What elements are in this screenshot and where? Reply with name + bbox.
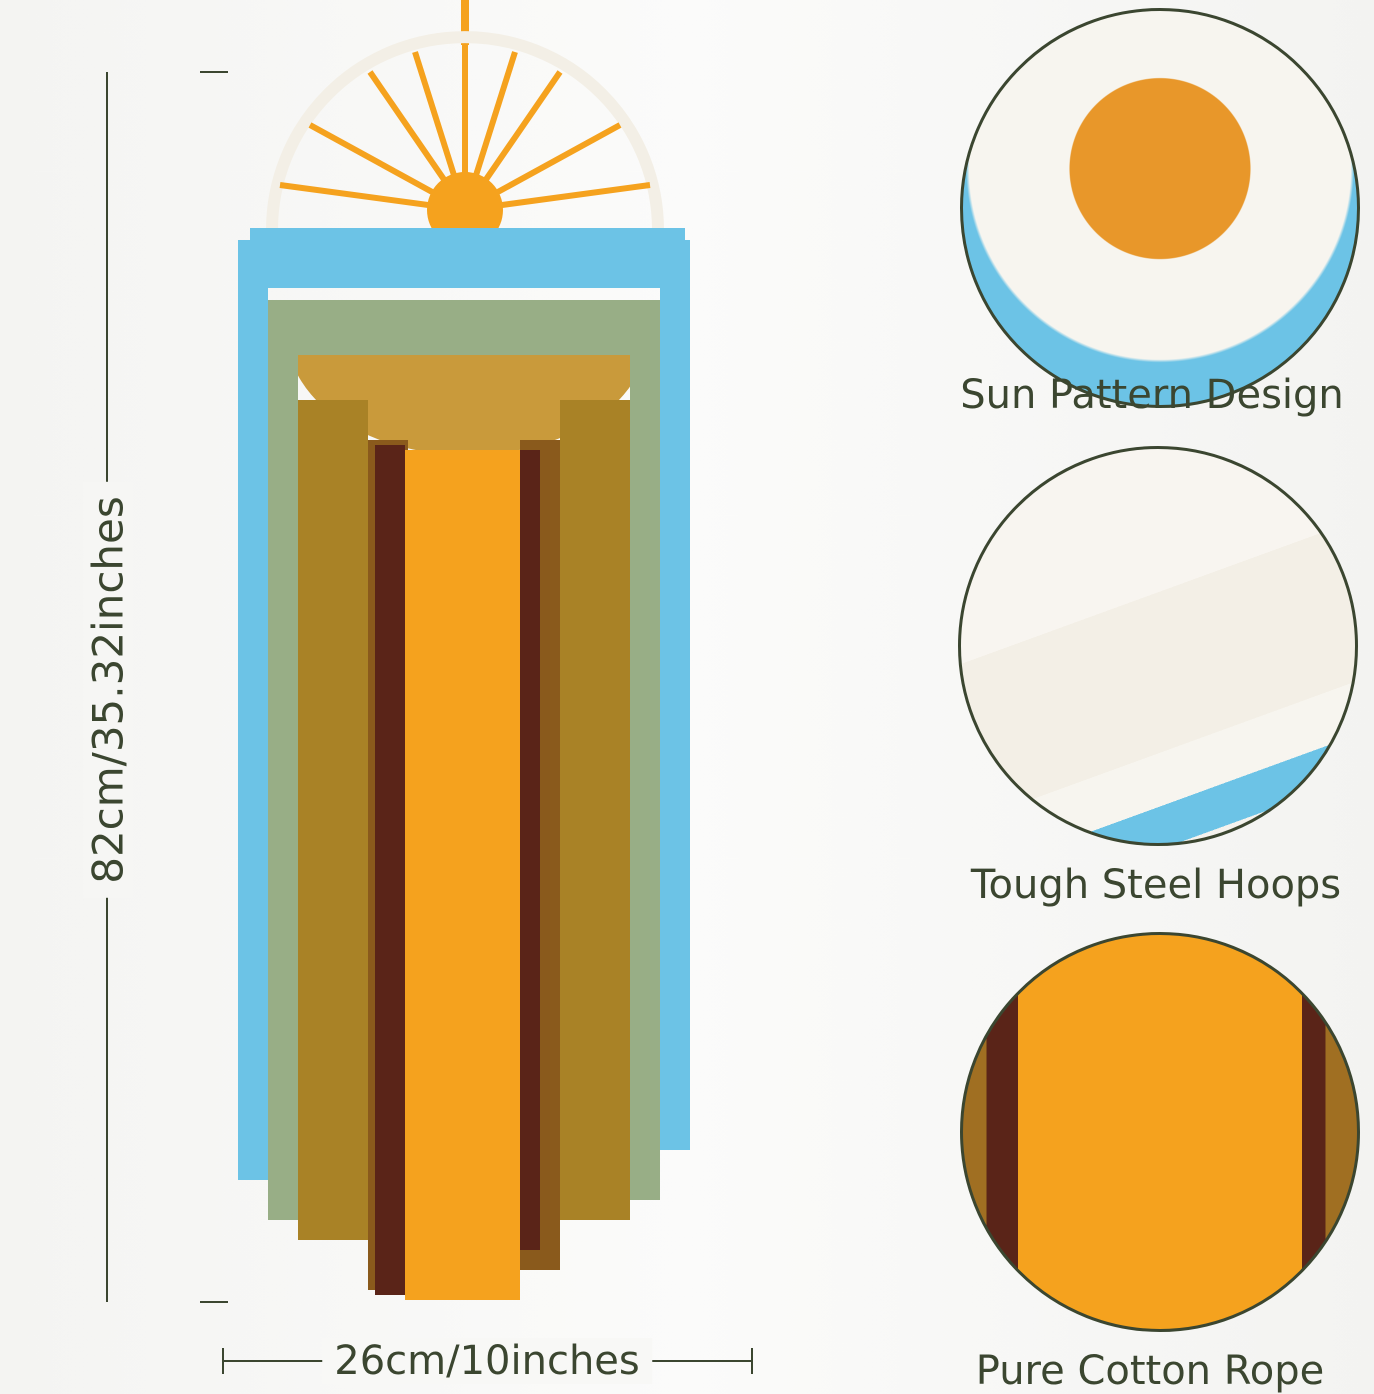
blue-band — [250, 228, 685, 288]
width-cap-right — [751, 1348, 753, 1374]
ochre-band — [290, 355, 645, 456]
width-cap-left — [222, 1348, 224, 1374]
macrame-wall-hanging-photo — [238, 0, 690, 1300]
feature-caption-rope: Pure Cotton Rope — [975, 1348, 1325, 1394]
width-label: 26cm/10inches — [322, 1338, 652, 1384]
feature-caption-sun: Sun Pattern Design — [960, 372, 1344, 418]
fringe — [238, 240, 690, 1300]
cotton-rope-closeup — [960, 932, 1360, 1332]
sun-pattern-closeup — [960, 8, 1360, 408]
steel-hoop-closeup — [958, 446, 1358, 846]
height-label: 82cm/35.32inches — [83, 482, 133, 898]
height-cap-bottom — [200, 1301, 228, 1303]
height-cap-top — [200, 71, 228, 73]
feature-caption-hoop: Tough Steel Hoops — [970, 862, 1342, 908]
